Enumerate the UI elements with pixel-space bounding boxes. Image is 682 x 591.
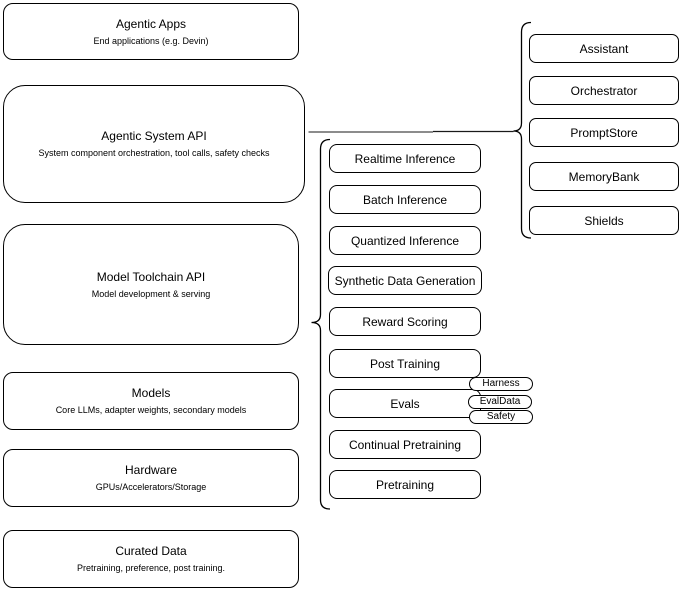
node-label: Batch Inference bbox=[362, 192, 448, 207]
system-node-orchestrator: Orchestrator bbox=[529, 76, 679, 105]
pill-label: Harness bbox=[482, 378, 520, 389]
system-node-assistant: Assistant bbox=[529, 34, 679, 63]
node-label: Shields bbox=[584, 213, 624, 228]
node-title: Model Toolchain API bbox=[96, 269, 206, 284]
node-title: Models bbox=[131, 386, 171, 400]
node-label: Post Training bbox=[369, 356, 441, 371]
node-title: Agentic Apps bbox=[115, 16, 187, 31]
eval-tag-safety: Safety bbox=[469, 410, 533, 424]
toolchain-node-evals: Evals bbox=[329, 389, 481, 418]
system-node-promptstore: PromptStore bbox=[529, 118, 679, 147]
node-subtitle: System component orchestration, tool cal… bbox=[38, 148, 270, 158]
node-label: Evals bbox=[390, 396, 420, 411]
system-node-shields: Shields bbox=[529, 206, 679, 235]
toolchain-node-post-training: Post Training bbox=[329, 349, 481, 378]
node-models: Models Core LLMs, adapter weights, secon… bbox=[3, 372, 299, 430]
node-model-toolchain-api: Model Toolchain API Model development & … bbox=[3, 224, 299, 345]
node-curated-data: Curated Data Pretraining, preference, po… bbox=[3, 530, 299, 588]
eval-tag-harness: Harness bbox=[469, 377, 533, 391]
node-hardware: Hardware GPUs/Accelerators/Storage bbox=[3, 449, 299, 507]
toolchain-node-quantized-inference: Quantized Inference bbox=[329, 226, 481, 255]
node-agentic-apps: Agentic Apps End applications (e.g. Devi… bbox=[3, 3, 299, 60]
node-label: Quantized Inference bbox=[350, 233, 460, 248]
node-subtitle: Model development & serving bbox=[91, 288, 211, 299]
node-agentic-system-api: Agentic System API System component orch… bbox=[3, 85, 305, 203]
node-label: PromptStore bbox=[570, 125, 638, 140]
pill-label: EvalData bbox=[479, 396, 521, 407]
node-title: Curated Data bbox=[115, 544, 187, 558]
system-node-memorybank: MemoryBank bbox=[529, 162, 679, 191]
node-subtitle: Core LLMs, adapter weights, secondary mo… bbox=[55, 405, 247, 415]
node-label: Realtime Inference bbox=[354, 151, 456, 166]
node-label: Reward Scoring bbox=[362, 314, 448, 329]
node-subtitle: GPUs/Accelerators/Storage bbox=[95, 482, 207, 492]
node-subtitle: End applications (e.g. Devin) bbox=[93, 35, 209, 46]
node-label: Orchestrator bbox=[570, 83, 638, 98]
node-label: MemoryBank bbox=[568, 169, 640, 184]
node-label: Assistant bbox=[579, 41, 629, 56]
toolchain-node-realtime-inference: Realtime Inference bbox=[329, 144, 481, 173]
toolchain-group-brace bbox=[311, 138, 331, 510]
node-label: Pretraining bbox=[375, 477, 435, 492]
toolchain-node-pretraining: Pretraining bbox=[329, 470, 481, 499]
node-title: Hardware bbox=[124, 463, 178, 477]
toolchain-node-reward-scoring: Reward Scoring bbox=[329, 307, 481, 336]
toolchain-node-batch-inference: Batch Inference bbox=[329, 185, 481, 214]
node-label: Synthetic Data Generation bbox=[334, 273, 476, 288]
node-label: Continual Pretraining bbox=[348, 437, 462, 452]
eval-tag-evaldata: EvalData bbox=[468, 395, 532, 409]
toolchain-node-continual-pretraining: Continual Pretraining bbox=[329, 430, 481, 459]
node-subtitle: Pretraining, preference, post training. bbox=[76, 563, 226, 573]
pill-label: Safety bbox=[486, 411, 516, 422]
node-title: Agentic System API bbox=[101, 129, 207, 143]
toolchain-node-synthetic-data-generation: Synthetic Data Generation bbox=[328, 266, 482, 295]
